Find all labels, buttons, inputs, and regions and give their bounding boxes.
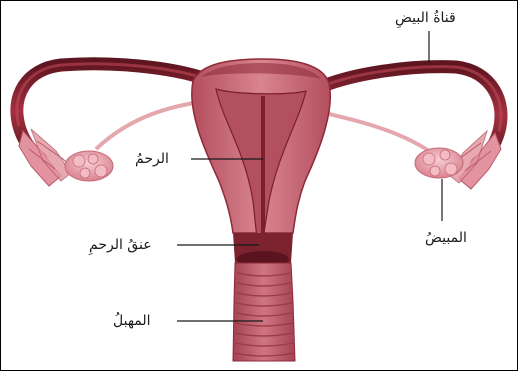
label-fallopian-tube: قناةُ البيضِ [395, 9, 456, 27]
label-uterus: الرحمُ [135, 150, 169, 168]
left-fimbriae [19, 129, 76, 186]
label-cervix: عنقُ الرحمِ [89, 236, 152, 254]
left-ovary [65, 151, 113, 181]
label-vagina: المهبلُ [113, 312, 151, 330]
left-ovarian-ligament [96, 101, 206, 149]
right-ovarian-ligament [316, 111, 429, 151]
right-ovary [415, 148, 463, 178]
label-ovary: المبيضُ [425, 229, 467, 247]
